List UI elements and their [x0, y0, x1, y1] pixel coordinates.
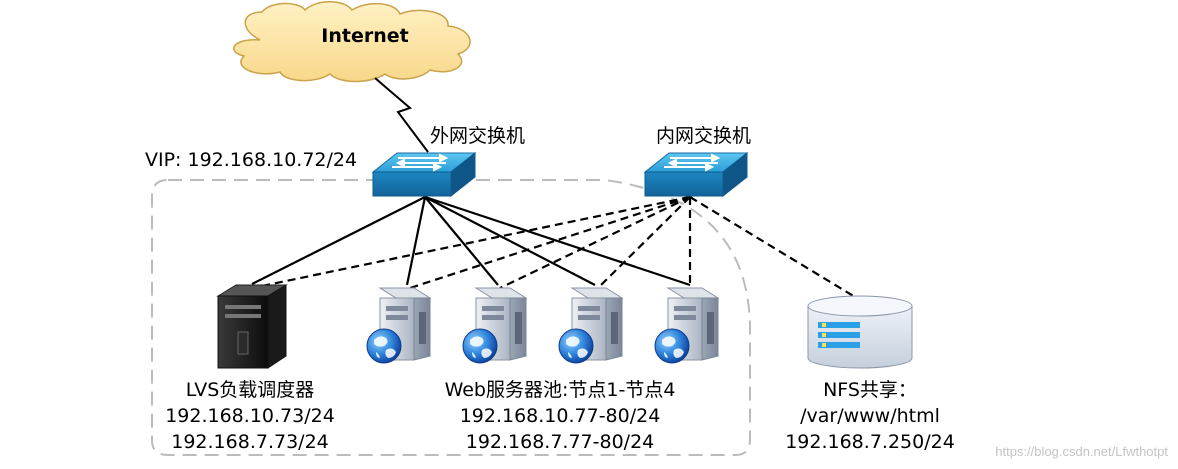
web-server-icon-1: [366, 287, 431, 364]
vip-label: VIP: 192.168.10.72/24: [145, 149, 358, 171]
watermark: https://blog.csdn.net/Lfwthotpt: [995, 444, 1168, 459]
wan-link: [374, 77, 429, 153]
nfs-path: /var/www/html: [800, 405, 940, 427]
web-pool-ip2: 192.168.7.77-80/24: [465, 431, 655, 453]
external-switch-label: 外网交换机: [430, 125, 526, 147]
internal-links: [261, 195, 861, 301]
web-server-icon-4: [654, 287, 719, 364]
web-server-icon-3: [558, 287, 623, 364]
lvs-server-icon: [216, 284, 288, 369]
nfs-title: NFS共享：: [823, 379, 917, 401]
pool-boundary: [151, 179, 751, 456]
nfs-storage-icon: [807, 295, 913, 369]
internal-switch-icon: [643, 151, 749, 198]
web-pool-title: Web服务器池:节点1-节点4: [444, 379, 676, 401]
nfs-ip: 192.168.7.250/24: [785, 431, 955, 453]
lvs-ip1: 192.168.10.73/24: [165, 405, 335, 427]
lvs-ip2: 192.168.7.73/24: [171, 431, 329, 453]
internal-switch-label: 内网交换机: [656, 125, 752, 147]
external-links: [251, 195, 691, 287]
internet-cloud: [233, 1, 471, 83]
lvs-title: LVS负载调度器: [185, 379, 315, 401]
external-switch-icon: [371, 151, 477, 198]
internet-label: Internet: [321, 25, 409, 47]
web-pool-ip1: 192.168.10.77-80/24: [459, 405, 661, 427]
web-server-icon-2: [462, 287, 527, 364]
